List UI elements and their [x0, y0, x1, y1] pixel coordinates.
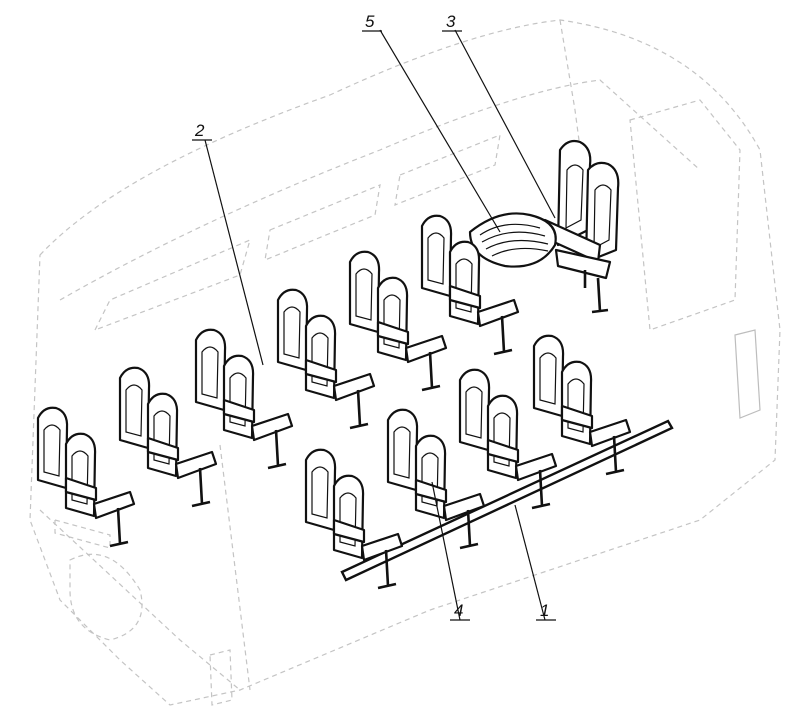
callout-label-1: 1: [540, 601, 549, 620]
engine-cover-5: [468, 212, 557, 268]
callout-label-4: 4: [454, 601, 463, 620]
seat-pair-left-5: [348, 250, 448, 392]
leader-line-5: [379, 29, 501, 233]
seat-pair-left-4: [276, 288, 376, 430]
seat-pair-left-2: [118, 366, 218, 508]
seat-pair-right-4: [532, 334, 632, 476]
leader-lines: [204, 29, 556, 621]
seat-row-left: [36, 214, 520, 548]
callout-label-5: 5: [365, 12, 375, 31]
floor-rail: [340, 419, 674, 582]
leader-line-3: [454, 29, 556, 219]
seat-pair-right-2: [386, 408, 486, 550]
seat-pair-right-1: [304, 448, 404, 590]
van-body-outline: [29, 19, 781, 706]
seat-pair-left-1: [36, 406, 136, 548]
leader-line-1: [514, 504, 546, 621]
seat-pair-left-3: [194, 328, 294, 470]
callout-label-2: 2: [194, 121, 205, 140]
leader-line-4: [431, 481, 461, 621]
seat-pair-right-3: [458, 368, 558, 510]
seat-group-3: [543, 139, 620, 314]
seat-pair-left-6: [420, 214, 520, 356]
leader-line-2: [204, 139, 264, 366]
seat-row-right: [304, 334, 632, 590]
callout-label-3: 3: [446, 12, 456, 31]
